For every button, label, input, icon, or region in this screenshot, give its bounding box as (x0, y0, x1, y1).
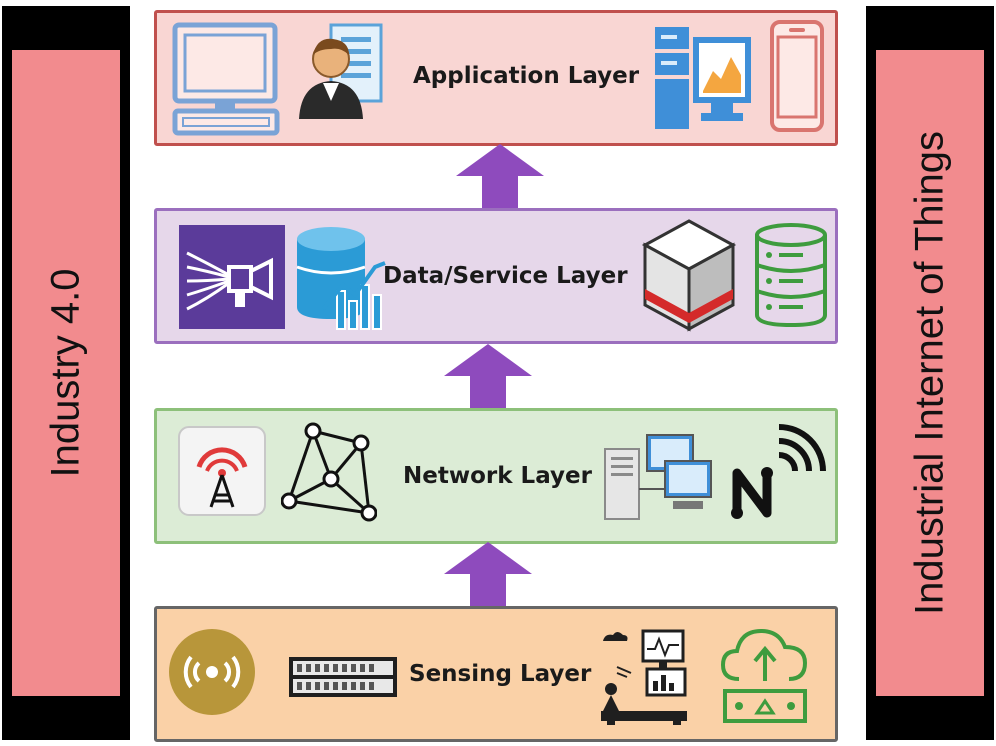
iiot-label: Industrial Internet of Things (907, 131, 952, 615)
industry-4-panel: Industry 4.0 (12, 50, 120, 696)
application-layer-title: Application Layer (413, 63, 640, 89)
flow-arrow-data-to-application (456, 144, 544, 210)
flow-arrow-sensing-to-network (444, 542, 532, 608)
industry-4-label: Industry 4.0 (43, 268, 88, 478)
networked-computers-icon (604, 434, 712, 520)
mesh-network-icon (281, 422, 377, 522)
network-layer-title: Network Layer (403, 463, 592, 489)
iiot-panel: Industrial Internet of Things (876, 50, 984, 696)
sensing-layer-box: Sensing Layer (154, 606, 838, 742)
rack-device-icon (289, 657, 397, 697)
cell-tower-icon (178, 426, 266, 516)
flow-arrow-network-to-data (444, 344, 532, 410)
application-layer-box: Application Layer (154, 10, 838, 146)
database-icon (755, 223, 827, 328)
data-service-layer-title: Data/Service Layer (383, 263, 628, 289)
rfid-sensor-icon (169, 629, 255, 715)
user-profile-icon (299, 23, 383, 119)
database-analytics-icon (296, 227, 386, 330)
wireless-n-icon (731, 424, 826, 519)
network-layer-box: Network Layer (154, 408, 838, 544)
sensing-layer-title: Sensing Layer (409, 661, 592, 687)
desktop-computer-icon (172, 22, 280, 136)
data-stream-icon (179, 225, 285, 329)
server-analytics-icon (655, 27, 751, 129)
cloud-upload-device-icon (720, 628, 808, 723)
industry-4-sidebar: Industry 4.0 (2, 6, 130, 740)
data-service-layer-box: Data/Service Layer (154, 208, 838, 344)
iiot-sidebar: Industrial Internet of Things (866, 6, 994, 740)
iot-devices-icon (601, 629, 687, 725)
smartphone-icon (770, 20, 824, 132)
storage-cube-icon (641, 219, 737, 332)
